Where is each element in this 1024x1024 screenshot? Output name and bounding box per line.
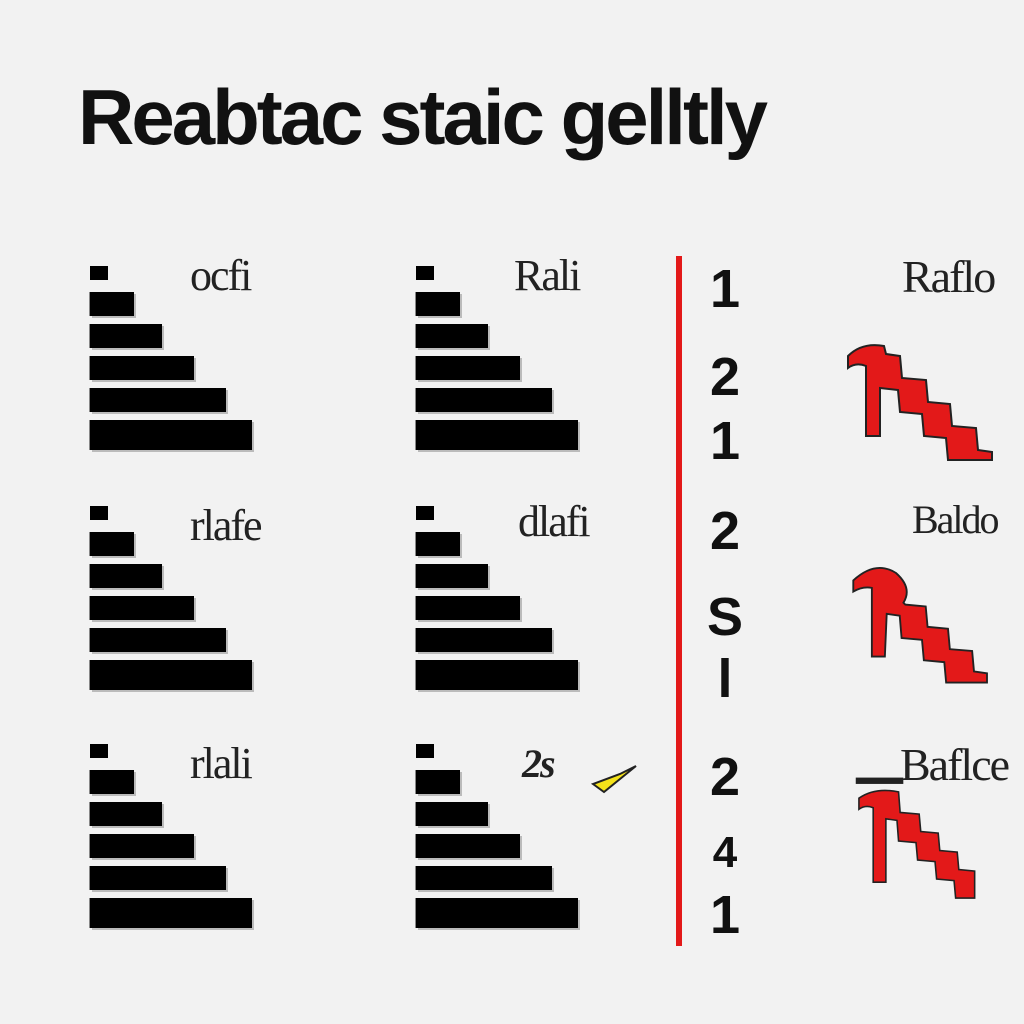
stair-label: ocfi: [190, 251, 252, 300]
number-label: 4: [712, 828, 738, 877]
stair-step: [416, 292, 460, 316]
stair-cap: [90, 266, 108, 280]
stair-step: [90, 770, 134, 794]
stair-step: [416, 660, 578, 690]
stair-icon: [86, 744, 266, 954]
stair-step: [416, 802, 488, 826]
stair-icon: [86, 506, 266, 716]
stair-label: Rali: [514, 251, 581, 300]
stair-icon: [412, 744, 592, 954]
stair-step: [90, 532, 134, 556]
stair-step: [416, 628, 552, 652]
stair-cap: [90, 506, 108, 520]
stair-step: [90, 660, 252, 690]
checkmark-icon: [590, 765, 637, 794]
stair-step: [416, 866, 552, 890]
stair-step: [416, 834, 520, 858]
stair-step: [416, 770, 460, 794]
stair-step: [416, 596, 520, 620]
stair-step: [90, 628, 226, 652]
stair-step: [90, 564, 162, 588]
red-stair-label: Raflo: [902, 251, 996, 302]
number-label: 2: [709, 347, 741, 407]
page-title: Reabtac staic gelltly: [78, 73, 768, 161]
stair-cap: [416, 744, 434, 758]
number-label: 1: [709, 259, 741, 319]
red-divider: [676, 256, 682, 946]
stair-icon: [412, 506, 592, 716]
stair-step: [416, 898, 578, 928]
stair-step: [90, 356, 194, 380]
number-label: 1: [709, 411, 741, 471]
stair-step: [90, 388, 226, 412]
stair-label: dlafi: [518, 497, 591, 546]
stair-step: [90, 324, 162, 348]
stair-step: [416, 356, 520, 380]
number-label: 2: [709, 747, 741, 807]
number-label: 2: [709, 501, 741, 561]
stair-label: rlafe: [190, 501, 263, 550]
stair-step: [90, 866, 226, 890]
number-label: S: [706, 587, 744, 647]
stair-icon: [412, 266, 592, 476]
stair-label: 2s: [522, 741, 556, 786]
stair-step: [90, 802, 162, 826]
stair-step: [90, 898, 252, 928]
number-label: l: [717, 649, 733, 709]
stair-cap: [416, 506, 434, 520]
stair-icon: [86, 266, 266, 476]
stair-step: [90, 596, 194, 620]
stair-step: [90, 834, 194, 858]
stair-step: [416, 324, 488, 348]
red-stair-icon: [847, 344, 993, 461]
red-stair-icon: [852, 567, 988, 684]
red-stair-label: Baflce: [900, 739, 1010, 790]
stair-cap: [90, 744, 108, 758]
red-stair-icon: [855, 777, 976, 899]
stair-step: [90, 292, 134, 316]
stair-step: [416, 532, 460, 556]
stair-step: [416, 564, 488, 588]
stair-cap: [416, 266, 434, 280]
stair-label: rlali: [190, 739, 253, 788]
stair-step: [90, 420, 252, 450]
number-label: 1: [709, 885, 741, 945]
stair-step: [416, 420, 578, 450]
stair-step: [416, 388, 552, 412]
red-stair-label: Baldo: [912, 497, 1000, 542]
